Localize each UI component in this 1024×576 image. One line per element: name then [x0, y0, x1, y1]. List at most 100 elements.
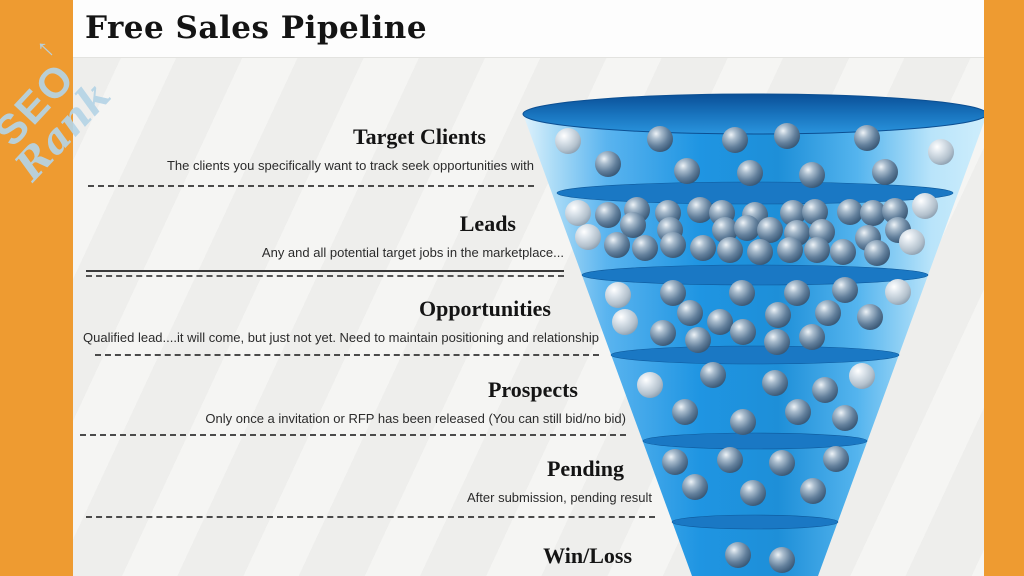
title-bar: Free Sales Pipeline — [73, 0, 984, 58]
pipeline-ball — [815, 300, 841, 326]
pipeline-ball — [899, 229, 925, 255]
pipeline-ball — [804, 237, 830, 263]
pipeline-ball — [632, 235, 658, 261]
pipeline-ball — [687, 197, 713, 223]
pipeline-ball — [740, 480, 766, 506]
pipeline-ball — [637, 372, 663, 398]
pipeline-ball — [672, 399, 698, 425]
pipeline-ball — [707, 309, 733, 335]
pipeline-ball — [725, 542, 751, 568]
pipeline-ball — [620, 212, 646, 238]
stage-divider-line — [80, 434, 626, 436]
pipeline-ball — [717, 237, 743, 263]
pipeline-ball — [737, 160, 763, 186]
pipeline-ball — [595, 151, 621, 177]
pipeline-ball — [729, 280, 755, 306]
pipeline-ball — [700, 362, 726, 388]
pipeline-ball — [857, 304, 883, 330]
pipeline-ball — [812, 377, 838, 403]
pipeline-ball — [657, 217, 683, 243]
pipeline-ball — [849, 363, 875, 389]
pipeline-ball — [742, 202, 768, 228]
funnel-band-5 — [671, 514, 839, 530]
stage-heading: Target Clients — [352, 124, 486, 149]
pipeline-ball — [785, 399, 811, 425]
right-orange-border — [984, 0, 1024, 576]
pipeline-ball — [690, 235, 716, 261]
stage-pending: Pending After submission, pending result — [467, 456, 652, 505]
pipeline-ball — [872, 159, 898, 185]
stage-heading: Win/Loss — [543, 543, 632, 568]
stage-heading: Prospects — [487, 377, 578, 402]
pipeline-ball — [660, 280, 686, 306]
pipeline-ball — [595, 202, 621, 228]
pipeline-ball — [809, 219, 835, 245]
stage-leads: Leads Any and all potential target jobs … — [262, 211, 564, 260]
stage-divider-line — [86, 516, 655, 518]
pipeline-ball — [769, 450, 795, 476]
pipeline-ball — [860, 200, 886, 226]
pipeline-ball — [677, 300, 703, 326]
stage-description: Only once a invitation or RFP has been r… — [205, 411, 626, 426]
pipeline-ball — [650, 320, 676, 346]
page-title: Free Sales Pipeline — [85, 10, 428, 46]
stage-target-clients: Target Clients The clients you specifica… — [167, 124, 534, 173]
stage-divider-line — [95, 354, 599, 356]
stage-description: Any and all potential target jobs in the… — [261, 245, 564, 260]
pipeline-ball — [777, 237, 803, 263]
pipeline-ball — [882, 198, 908, 224]
pipeline-ball — [802, 199, 828, 225]
pipeline-ball — [854, 125, 880, 151]
pipeline-ball — [837, 199, 863, 225]
pipeline-ball — [747, 239, 773, 265]
stage-heading: Opportunities — [418, 296, 551, 321]
pipeline-ball — [765, 302, 791, 328]
pipeline-ball — [604, 232, 630, 258]
pipeline-ball — [762, 370, 788, 396]
pipeline-ball — [660, 232, 686, 258]
pipeline-ball — [774, 123, 800, 149]
pipeline-ball — [575, 224, 601, 250]
left-orange-border — [0, 0, 73, 576]
pipeline-ball — [605, 282, 631, 308]
pipeline-ball — [855, 225, 881, 251]
pipeline-ball — [780, 200, 806, 226]
stage-heading: Pending — [546, 456, 624, 481]
funnel-band-1 — [556, 181, 954, 205]
stage-divider-line — [88, 185, 534, 187]
pipeline-ball — [832, 277, 858, 303]
stage-opportunities: Opportunities Qualified lead....it will … — [83, 296, 599, 345]
pipeline-ball — [769, 547, 795, 573]
pipeline-ball — [662, 449, 688, 475]
funnel-body — [523, 114, 987, 576]
pipeline-ball — [674, 158, 700, 184]
pipeline-ball — [864, 240, 890, 266]
funnel-band-3 — [610, 345, 900, 365]
stage-description: Qualified lead....it will come, but just… — [83, 330, 599, 345]
pipeline-ball — [565, 200, 591, 226]
pipeline-ball — [612, 309, 638, 335]
pipeline-ball — [832, 405, 858, 431]
stage-heading: Leads — [459, 211, 516, 236]
pipeline-ball — [799, 324, 825, 350]
pipeline-ball — [555, 128, 581, 154]
pipeline-ball — [885, 279, 911, 305]
pipeline-ball — [784, 220, 810, 246]
pipeline-ball — [717, 447, 743, 473]
pipeline-ball — [784, 280, 810, 306]
stage-description: The clients you specifically want to tra… — [166, 158, 534, 173]
pipeline-ball — [764, 329, 790, 355]
pipeline-ball — [885, 217, 911, 243]
stage-win-loss: Win/Loss — [543, 543, 632, 569]
stage-divider-line — [86, 270, 564, 277]
pipeline-ball — [709, 200, 735, 226]
pipeline-ball — [712, 217, 738, 243]
pipeline-ball — [799, 162, 825, 188]
pipeline-ball — [730, 409, 756, 435]
funnel-balls — [555, 123, 954, 573]
pipeline-ball — [757, 217, 783, 243]
pipeline-ball — [682, 474, 708, 500]
stage-description: After submission, pending result — [467, 490, 652, 505]
pipeline-ball — [722, 127, 748, 153]
